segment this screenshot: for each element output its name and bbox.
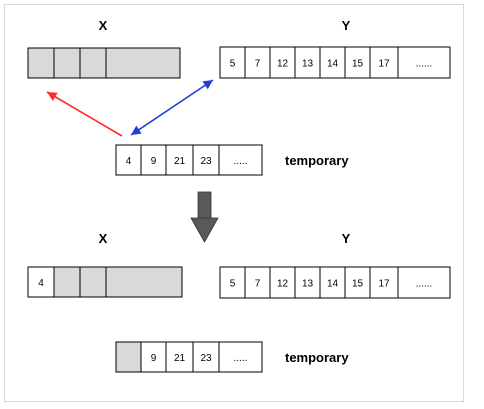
top-x-cell-0 [27, 47, 55, 79]
bottom-x-array: 4 [27, 266, 183, 298]
top-y-cell-4-text: 14 [327, 59, 339, 70]
top-temp-cell-2-text: 21 [174, 156, 186, 167]
top-temp-cell-1-text: 9 [151, 156, 157, 167]
top-y-cell-4 [319, 46, 346, 79]
bottom-temp-cell-2 [165, 341, 194, 373]
bottom-x-cell-2 [79, 266, 107, 298]
top-x-array [27, 47, 181, 79]
bottom-x-label: X [99, 231, 108, 246]
bottom-y-label: Y [342, 231, 351, 246]
bottom-y-cell-6 [369, 266, 399, 299]
bottom-temp-cell-4 [218, 341, 263, 373]
top-y-cell-1 [244, 46, 271, 79]
top-temp-cell-2 [165, 144, 194, 176]
bottom-x-cell-0-text: 4 [38, 278, 44, 289]
top-y-array: 5 7 12 13 14 15 17 ...... [219, 46, 451, 79]
bottom-y-cell-3-text: 13 [302, 279, 314, 290]
top-y-cell-2-text: 12 [277, 59, 289, 70]
top-y-cell-6-text: 17 [378, 59, 390, 70]
bottom-temp-cell-0 [115, 341, 142, 373]
bottom-temp-label: temporary [285, 350, 349, 365]
top-temp-cell-4-text: ..... [234, 156, 248, 167]
top-temp-cell-4 [218, 144, 263, 176]
top-y-cell-7-text: ...... [416, 59, 433, 70]
top-y-cell-3-text: 13 [302, 59, 314, 70]
red-arrow [46, 91, 123, 137]
bottom-y-cell-0-text: 5 [230, 279, 236, 290]
bottom-y-cell-4 [319, 266, 346, 299]
top-temp-cell-0 [115, 144, 142, 176]
bottom-x-cell-3 [105, 266, 183, 298]
bottom-y-cell-1 [244, 266, 271, 299]
top-temp-cell-3 [192, 144, 220, 176]
bottom-temp-cell-3-text: 23 [200, 353, 212, 364]
blue-arrow [130, 79, 214, 136]
bottom-y-array: 5 7 12 13 14 15 17 ...... [219, 266, 451, 299]
top-y-cell-6 [369, 46, 399, 79]
bottom-y-cell-7 [397, 266, 451, 299]
top-y-cell-3 [294, 46, 321, 79]
top-y-cell-1-text: 7 [255, 59, 261, 70]
bottom-y-cell-5 [344, 266, 371, 299]
top-y-cell-5-text: 15 [352, 59, 364, 70]
top-x-label: X [99, 18, 108, 33]
top-y-cell-7 [397, 46, 451, 79]
top-x-cell-1 [53, 47, 81, 79]
top-y-cell-5 [344, 46, 371, 79]
bottom-y-cell-4-text: 14 [327, 279, 339, 290]
bottom-y-cell-7-text: ...... [416, 279, 433, 290]
top-x-cell-2 [79, 47, 107, 79]
bottom-x-cell-1 [53, 266, 81, 298]
bottom-y-cell-1-text: 7 [255, 279, 261, 290]
top-temp-label: temporary [285, 153, 349, 168]
top-temp-array: 4 9 21 23 ..... [115, 144, 263, 176]
bottom-y-cell-2-text: 12 [277, 279, 289, 290]
top-temp-cell-0-text: 4 [126, 156, 132, 167]
top-y-cell-0 [219, 46, 246, 79]
bottom-temp-array: 9 21 23 ..... [115, 341, 263, 373]
top-temp-cell-3-text: 23 [200, 156, 212, 167]
top-y-cell-0-text: 5 [230, 59, 236, 70]
top-y-label: Y [342, 18, 351, 33]
bottom-y-cell-6-text: 17 [378, 279, 390, 290]
bottom-y-cell-3 [294, 266, 321, 299]
bottom-temp-cell-2-text: 21 [174, 353, 186, 364]
top-x-cell-3 [105, 47, 181, 79]
bottom-temp-cell-4-text: ..... [234, 353, 248, 364]
bottom-y-cell-5-text: 15 [352, 279, 364, 290]
down-arrow-icon [190, 191, 219, 243]
bottom-y-cell-0 [219, 266, 246, 299]
bottom-temp-cell-1-text: 9 [151, 353, 157, 364]
